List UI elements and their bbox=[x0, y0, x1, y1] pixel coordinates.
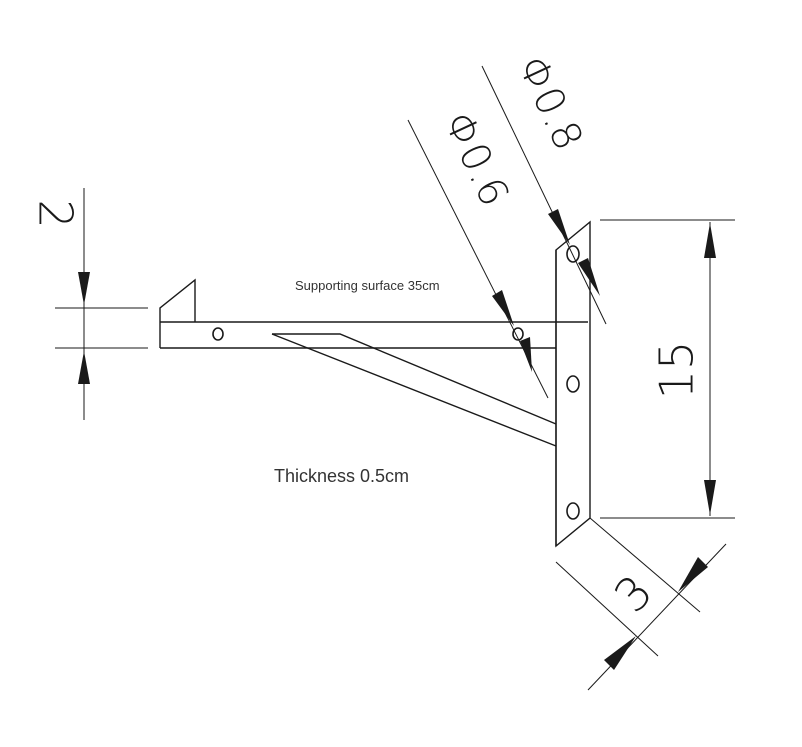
dimension-plate-length: 15 bbox=[600, 219, 735, 519]
arrow-down bbox=[78, 272, 90, 305]
arrow-from-hole bbox=[520, 337, 532, 372]
arrow-down bbox=[704, 480, 716, 515]
arrow-up bbox=[78, 351, 90, 384]
dimension-lip-height: 2 bbox=[29, 188, 148, 420]
arrow-toward-hole bbox=[548, 209, 570, 245]
arm-hole-back bbox=[512, 327, 524, 341]
supporting-surface-note: Supporting surface 35cm bbox=[295, 278, 440, 293]
bracket-body bbox=[159, 220, 591, 548]
arrow-in-upper bbox=[678, 557, 708, 592]
plate-hole-middle bbox=[566, 375, 580, 393]
leader-hole-small: Φ0.6 bbox=[407, 105, 549, 399]
arrow-toward-hole bbox=[492, 290, 514, 326]
arrow-up bbox=[704, 223, 716, 258]
diagonal-brace bbox=[272, 333, 557, 425]
arrow-in-lower bbox=[604, 636, 636, 670]
thickness-note: Thickness 0.5cm bbox=[274, 466, 409, 486]
arrow-from-hole bbox=[578, 258, 600, 296]
dimension-lip-height-label: 2 bbox=[29, 199, 83, 228]
dimension-plate-length-label: 15 bbox=[650, 341, 704, 400]
dimension-plate-width: 3 bbox=[555, 517, 727, 691]
arm-hole-front bbox=[212, 327, 224, 341]
plate-hole-bottom bbox=[566, 502, 580, 520]
front-lip bbox=[159, 278, 196, 348]
hole-large-label: Φ0.8 bbox=[508, 49, 591, 157]
diagonal-brace-lower bbox=[271, 333, 557, 447]
plate-hole-top bbox=[566, 245, 580, 263]
